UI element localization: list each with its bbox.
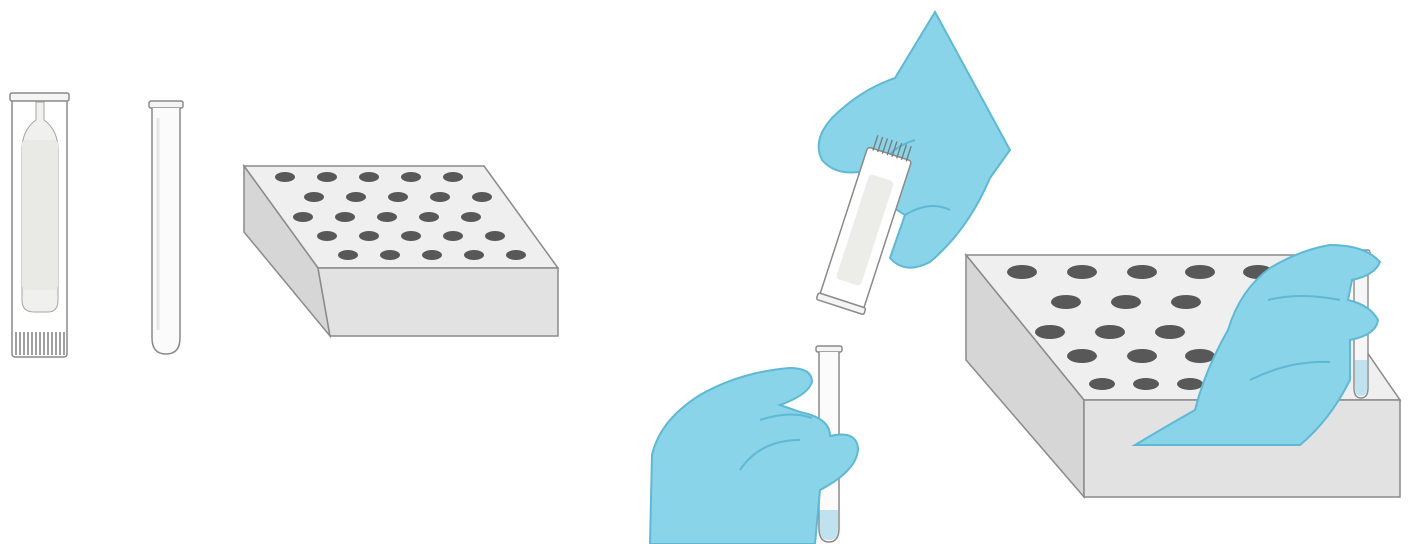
test-strip <box>10 93 69 357</box>
tube-rack <box>244 166 558 336</box>
test-tube <box>149 101 183 354</box>
